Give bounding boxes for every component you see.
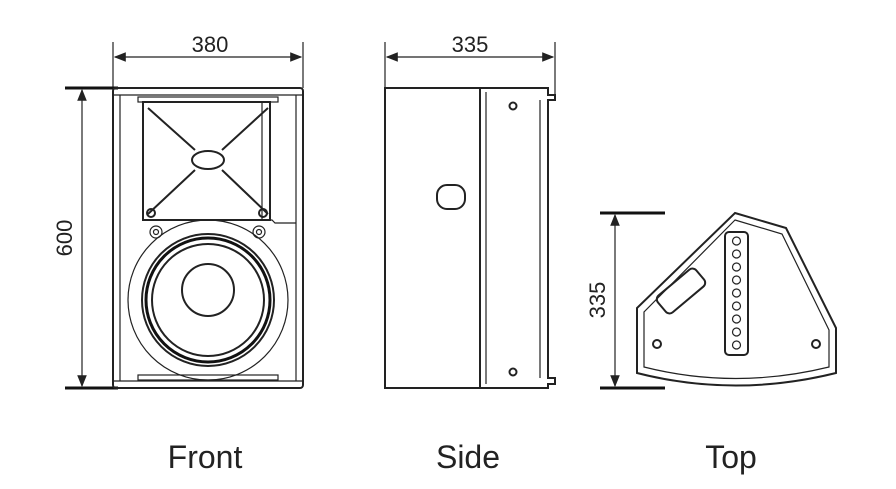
woofer (127, 219, 289, 381)
side-depth-dimension: 335 (452, 32, 489, 57)
side-cabinet (384, 87, 556, 389)
front-height-dimension: 600 (52, 220, 77, 257)
line-array (724, 231, 749, 356)
front-view: 380 600 (52, 32, 304, 390)
top-view: 335 (585, 211, 837, 390)
top-label: Top (705, 439, 757, 475)
horn (142, 101, 296, 224)
top-depth-dimension: 335 (585, 282, 610, 319)
front-width-dimension: 380 (192, 32, 229, 57)
front-label: Front (168, 439, 243, 475)
handle (436, 184, 466, 210)
top-cabinet (636, 211, 837, 387)
port (655, 267, 707, 315)
side-label: Side (436, 439, 500, 475)
side-view: 335 (384, 32, 556, 389)
front-cabinet (112, 87, 304, 389)
